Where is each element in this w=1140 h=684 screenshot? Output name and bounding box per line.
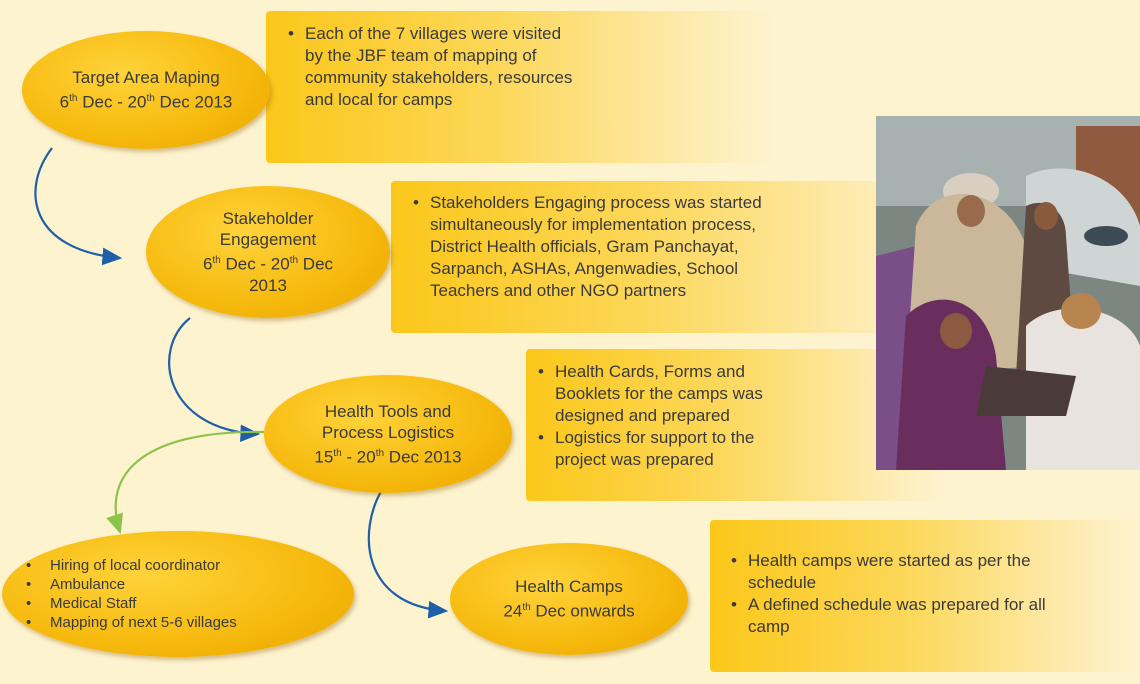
note-4-item-2: A defined schedule was prepared for allc… [728, 594, 1046, 638]
arrow-step3-to-step4 [367, 489, 449, 619]
step-1-date: 6th Dec - 20th Dec 2013 [59, 92, 233, 112]
note-4-item-1: Health camps were started as per thesche… [728, 550, 1046, 594]
step-3-title-1: Health Tools and [324, 401, 452, 421]
step-2-date: 6th Dec - 20th Dec [202, 254, 334, 274]
note-2-item: Stakeholders Engaging process was starte… [410, 192, 762, 302]
step-stakeholder-engagement: Stakeholder Engagement 6th Dec - 20th De… [146, 186, 390, 318]
side-list-item: Ambulance [16, 575, 237, 594]
step-1-title: Target Area Maping [72, 68, 220, 88]
step-2-year: 2013 [249, 275, 287, 295]
side-list-item: Mapping of next 5-6 villages [16, 613, 237, 632]
arrow-step2-to-step3 [168, 317, 261, 443]
step-2-title-1: Stakeholder [222, 209, 314, 229]
step-2-title-2: Engagement [219, 230, 317, 250]
note-2: Stakeholders Engaging process was starte… [410, 192, 762, 302]
arrow-step1-to-step2 [34, 147, 123, 266]
step-4-date: 24th Dec onwards [503, 601, 635, 621]
step-health-tools-logistics: Health Tools and Process Logistics 15th … [264, 375, 512, 493]
photo-illustration [876, 116, 1140, 470]
step-3-date: 15th - 20th Dec 2013 [314, 447, 462, 467]
step-target-area-mapping: Target Area Maping 6th Dec - 20th Dec 20… [22, 31, 270, 149]
arrow-step3-to-sidelist [106, 430, 265, 535]
side-list: Hiring of local coordinator Ambulance Me… [16, 556, 237, 632]
step-4-title: Health Camps [515, 577, 623, 597]
field-photo [876, 116, 1140, 470]
side-list-item: Hiring of local coordinator [16, 556, 237, 575]
step-health-camps: Health Camps 24th Dec onwards [450, 543, 688, 655]
side-list-item: Medical Staff [16, 594, 237, 613]
side-list-ellipse: Hiring of local coordinator Ambulance Me… [2, 531, 354, 657]
note-4: Health camps were started as per thesche… [728, 550, 1046, 638]
step-3-title-2: Process Logistics [321, 422, 455, 442]
